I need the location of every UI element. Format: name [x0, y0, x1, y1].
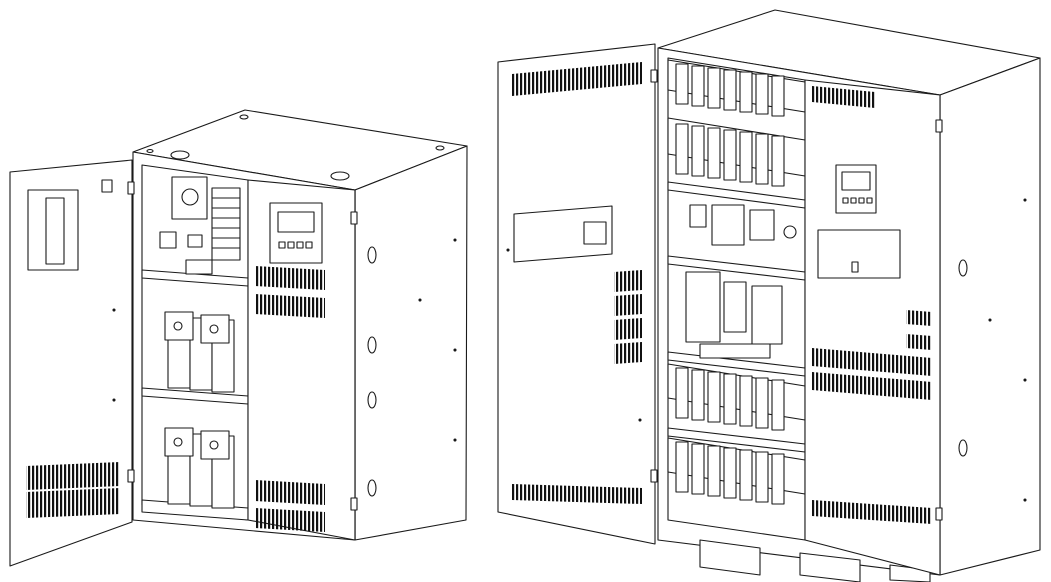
vent-grille [255, 266, 325, 290]
breaker-module [723, 281, 747, 333]
side-knockout [367, 391, 377, 409]
vent-grille [812, 500, 932, 524]
breaker-module [711, 204, 745, 246]
small-cabinet [9, 109, 468, 567]
hinge [650, 469, 658, 483]
side-knockout [958, 439, 968, 457]
vent-grille [812, 372, 932, 400]
vent-grille [255, 294, 325, 318]
door-pocket-box [513, 205, 613, 263]
switch-handle-icon [783, 225, 797, 239]
switch-handle-icon [181, 188, 199, 206]
button-icon [296, 241, 304, 249]
lcd-display [277, 211, 315, 233]
button-icon [278, 241, 286, 249]
vent-grille [614, 294, 642, 316]
large-cabinet-side [939, 57, 1041, 576]
busbar-tier-2 [667, 117, 806, 187]
hinge [650, 69, 658, 83]
roof-hole [435, 145, 445, 151]
busbar-tier-4 [667, 437, 806, 505]
roof-hole [146, 148, 154, 154]
breaker-module [159, 231, 177, 249]
hinge [350, 211, 358, 225]
busbar-tier-lower [164, 427, 235, 509]
hinge [350, 497, 358, 511]
button-icon [842, 197, 849, 204]
vent-grille [26, 462, 120, 490]
button-icon [305, 241, 313, 249]
vent-grille [512, 484, 642, 504]
side-knockout [367, 479, 377, 497]
plinth-cutout [699, 539, 761, 576]
access-plate [817, 229, 901, 279]
vent-grille [812, 86, 875, 108]
hinge [127, 469, 135, 483]
vent-grille [512, 62, 642, 96]
latch-icon [851, 261, 859, 273]
button-icon [866, 197, 873, 204]
busbar-tier-upper [164, 311, 235, 393]
side-knockout [367, 246, 377, 264]
relay-module [187, 234, 203, 248]
large-cabinet [497, 9, 1041, 582]
component-board [685, 271, 721, 343]
vent-grille [26, 488, 120, 518]
vent-grille [614, 318, 642, 340]
contactor-module [749, 209, 775, 241]
button-icon [850, 197, 857, 204]
relay-module [689, 204, 707, 228]
hinge [935, 119, 943, 133]
terminal-block-strip [211, 187, 241, 261]
vent-grille [255, 508, 325, 532]
vent-grille [812, 348, 932, 376]
vent-grille [255, 480, 325, 505]
busbar-tier-3 [667, 363, 806, 431]
vent-grille [614, 270, 642, 292]
breaker-module [751, 285, 783, 345]
hinge [127, 181, 135, 195]
roof-hole [239, 114, 249, 120]
door-latch [101, 179, 113, 193]
button-icon [858, 197, 865, 204]
terminal-block-strip [699, 343, 771, 359]
button-icon [287, 241, 295, 249]
side-knockout [958, 259, 968, 277]
contactor-module [185, 259, 213, 275]
vent-grille [906, 310, 932, 326]
large-open-door [497, 43, 656, 545]
plinth-cutout [799, 552, 861, 582]
lcd-display [841, 171, 871, 191]
roof-hole [330, 171, 350, 181]
busbar-tier-1 [667, 59, 806, 117]
side-knockout [367, 336, 377, 354]
vent-grille [906, 334, 932, 350]
roof-hole [170, 150, 190, 160]
vent-grille [614, 342, 642, 364]
large-front-panel [804, 79, 941, 576]
hinge [935, 507, 943, 521]
